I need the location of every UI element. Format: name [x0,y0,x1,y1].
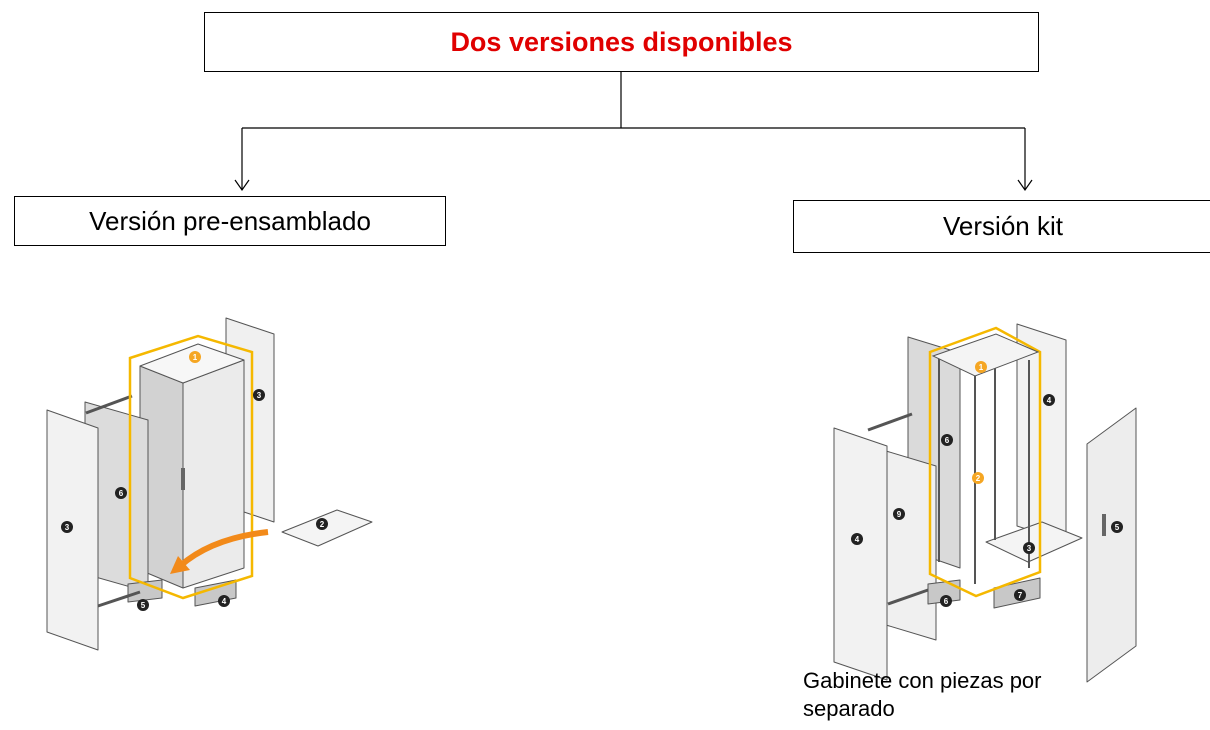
kit-side-panel-left [833,427,888,681]
part-badges: 1 2 3 3 4 5 6 [61,351,328,611]
part-badge [1111,521,1123,533]
part-badge [1023,542,1035,554]
kit-top-cover [931,333,1040,377]
part-number: 7 [1018,591,1023,600]
kit-plinth-left [927,579,961,605]
part-badge [975,361,987,373]
frame-highlight [128,334,254,600]
part-number: 3 [65,523,70,532]
top-rail [85,394,133,415]
part-number: 4 [1047,396,1052,405]
part-number: 3 [1027,544,1032,553]
kit-bottom-rail [887,588,929,606]
kit-caption: Gabinete con piezas por separado [803,668,1042,721]
option-pre-assembled-box: Versión pre-ensamblado [14,196,446,246]
part-number: 6 [944,597,949,606]
part-badge [137,599,149,611]
part-badge [218,595,230,607]
kit-frame-highlight [928,326,1042,598]
arrowhead-left [234,179,250,192]
part-number: 9 [897,510,902,519]
part-badge [61,521,73,533]
arrowhead-right [1017,179,1033,192]
kit-front-door [1086,407,1137,683]
part-number: 2 [320,520,325,529]
part-badge [893,508,905,520]
part-badge [115,487,127,499]
bottom-rail [97,590,141,608]
door-handle [181,468,185,490]
option-pre-assembled-label: Versión pre-ensamblado [89,205,371,236]
title-box: Dos versiones disponibles [204,12,1039,72]
kit-door-handle [1102,514,1106,536]
side-panel-left [46,409,99,651]
part-number: 1 [193,353,198,362]
part-badge [972,472,984,484]
part-badge [1043,394,1055,406]
kit-top-rail [867,412,913,432]
part-number: 4 [855,535,860,544]
part-number: 1 [979,363,984,372]
kit-part-badges: 1 2 3 4 4 5 6 6 7 9 [851,361,1123,607]
kit-frame-skeleton [938,344,1030,584]
part-badge [940,595,952,607]
cabinet-top [139,343,245,384]
part-number: 2 [976,474,981,483]
part-badge [851,533,863,545]
part-number: 5 [1115,523,1120,532]
part-badge [316,518,328,530]
part-number: 6 [945,436,950,445]
part-number: 3 [257,391,262,400]
floor-plate [281,509,373,547]
part-badge [941,434,953,446]
insertion-arrowhead [170,556,190,574]
part-number: 6 [119,489,124,498]
part-number: 4 [222,597,227,606]
part-badge [1014,589,1026,601]
part-badge [253,389,265,401]
insertion-arrow [178,529,269,569]
part-number: 5 [141,601,146,610]
option-kit-label: Versión kit [943,211,1063,241]
part-badge [189,351,201,363]
kit-floor-plate [985,521,1083,563]
option-kit-box: Versión kit [793,200,1210,253]
diagram-title: Dos versiones disponibles [450,26,793,57]
